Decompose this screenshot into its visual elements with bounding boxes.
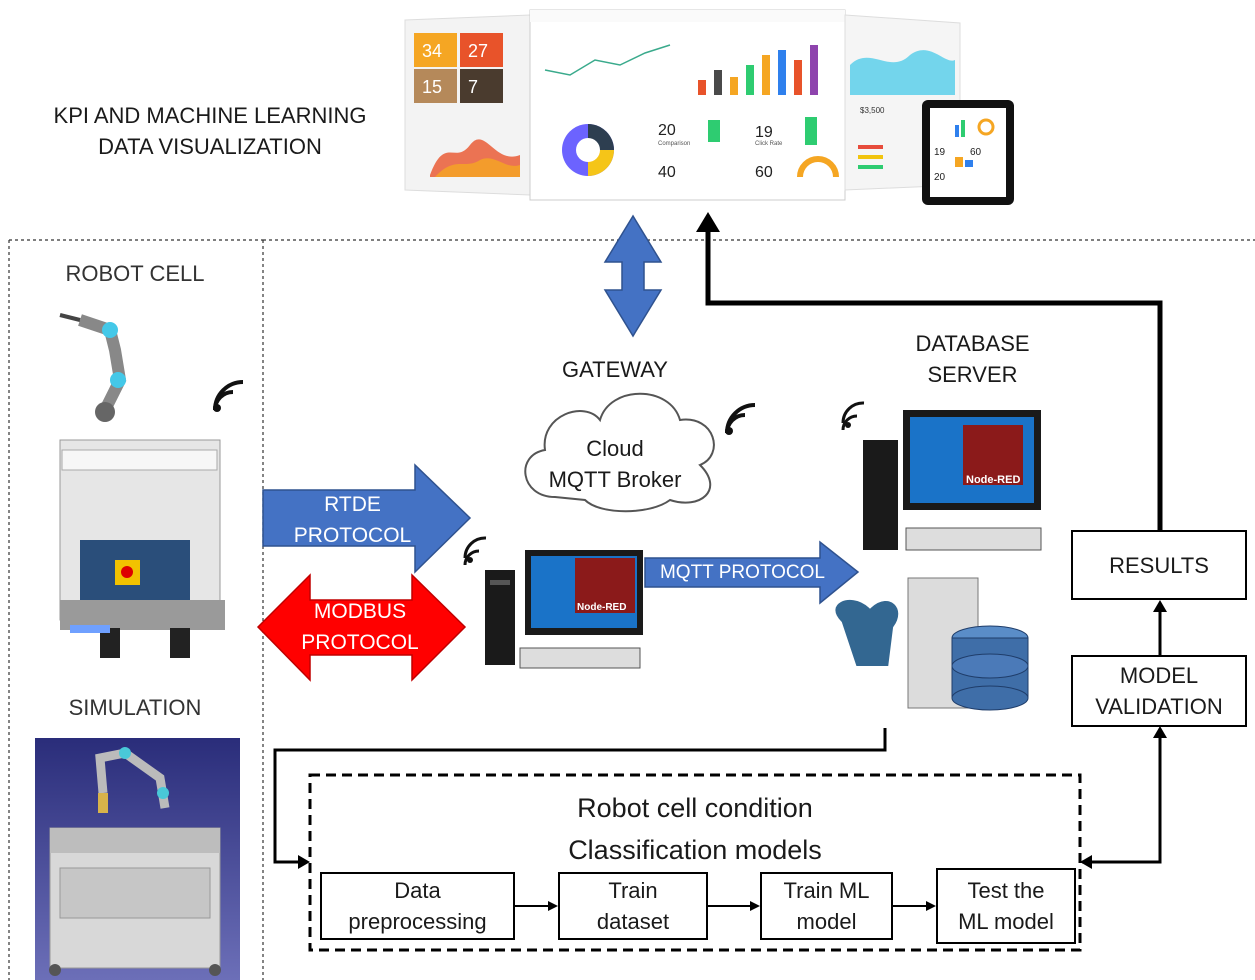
step-1-line1: Data xyxy=(394,878,441,903)
gateway-label: GATEWAY xyxy=(562,357,668,382)
tile-1: 34 xyxy=(422,41,442,61)
rtde-line2: PROTOCOL xyxy=(293,524,412,547)
kpi-title-line2: DATA VISUALIZATION xyxy=(98,134,322,159)
tablet-num-1: 19 xyxy=(934,147,946,158)
simulation-illustration xyxy=(35,738,240,980)
step-train-ml-model: Train ML model xyxy=(760,872,893,940)
step-2-line1: Train xyxy=(608,878,658,903)
side-value: $3,500 xyxy=(860,106,885,115)
center-num-1: 20 xyxy=(658,122,676,139)
mqtt-label: MQTT PROTOCOL xyxy=(659,562,826,583)
simulation-label: SIMULATION xyxy=(68,695,202,720)
center-label-1: Comparison xyxy=(658,141,690,147)
cloud-label-line1: Cloud xyxy=(586,436,644,461)
database-server-line2: SERVER xyxy=(927,362,1018,387)
modbus-line1: MODBUS xyxy=(313,600,407,623)
database-server-label: DATABASE SERVER xyxy=(900,328,1045,390)
center-num-2: 19 xyxy=(755,124,773,141)
database-nodered-label: Node-RED xyxy=(966,474,1020,486)
step-test-ml-model: Test the ML model xyxy=(936,868,1076,944)
step-3-line1: Train ML xyxy=(783,878,870,903)
database-server-line1: DATABASE xyxy=(915,331,1030,356)
wifi-icon xyxy=(725,403,756,435)
step-train-dataset: Train dataset xyxy=(558,872,708,940)
model-validation-line1: MODEL xyxy=(1119,663,1199,688)
modbus-line2: PROTOCOL xyxy=(301,631,419,654)
step-1-line2: preprocessing xyxy=(348,909,487,934)
robot-cell-label: ROBOT CELL xyxy=(65,261,205,286)
classification-title: Robot cell condition Classification mode… xyxy=(500,787,890,871)
wifi-icon xyxy=(213,380,244,412)
rtde-line1: RTDE xyxy=(324,493,381,516)
center-num-4: 60 xyxy=(755,164,773,181)
model-validation-box: MODEL VALIDATION xyxy=(1071,655,1247,727)
tile-3: 15 xyxy=(422,77,442,97)
rtde-label: RTDE PROTOCOL xyxy=(270,489,435,551)
tile-2: 27 xyxy=(468,41,488,61)
center-label-2: Click Rate xyxy=(755,141,783,147)
classification-line1: Robot cell condition xyxy=(577,793,813,823)
tile-4: 7 xyxy=(468,77,478,97)
cloud-label: Cloud MQTT Broker xyxy=(540,433,690,495)
step-4-line2: ML model xyxy=(958,909,1054,934)
step-3-line2: model xyxy=(796,909,857,934)
kpi-title: KPI AND MACHINE LEARNING DATA VISUALIZAT… xyxy=(20,100,400,162)
tablet-num-2: 60 xyxy=(970,147,982,158)
gateway-nodered-label: Node-RED xyxy=(577,602,626,613)
modbus-label: MODBUS PROTOCOL xyxy=(280,596,440,658)
cloud-label-line2: MQTT Broker xyxy=(548,467,682,492)
step-4-line1: Test the xyxy=(967,878,1045,903)
step-data-preprocessing: Data preprocessing xyxy=(320,872,515,940)
step-2-line2: dataset xyxy=(596,909,670,934)
classification-line2: Classification models xyxy=(568,835,822,865)
center-num-3: 40 xyxy=(658,164,676,181)
database-computer: Node-RED xyxy=(841,401,1042,551)
tablet-num-3: 20 xyxy=(934,172,946,183)
gateway-computer: Node-RED xyxy=(463,536,643,669)
kpi-title-line1: KPI AND MACHINE LEARNING xyxy=(53,103,367,128)
postgres-server-illustration xyxy=(831,577,1029,711)
model-validation-line2: VALIDATION xyxy=(1095,694,1223,719)
results-box: RESULTS xyxy=(1071,530,1247,600)
dashboard-illustration: 34 27 15 7 20 Comparison 19 Click Rate 4… xyxy=(404,9,1014,205)
robot-cell-illustration xyxy=(59,313,225,658)
